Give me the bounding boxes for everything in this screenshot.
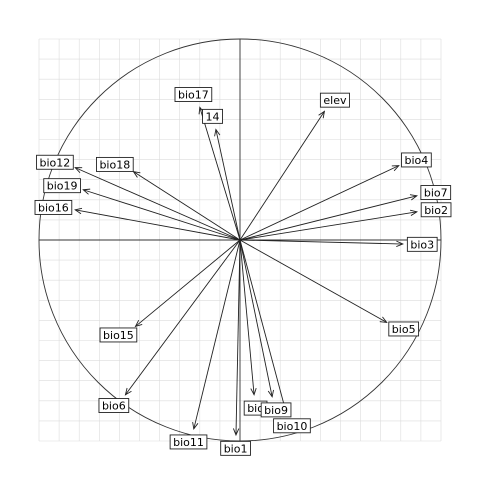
variable-label: bio18 [96, 156, 134, 172]
loading-arrow [239, 239, 255, 395]
variable-label-text: bio11 [173, 436, 204, 449]
variable-label: bio3 [406, 236, 438, 252]
arrow-head [396, 240, 404, 248]
variable-label: bio5 [388, 321, 420, 337]
loading-arrow [235, 239, 241, 435]
variable-label-text: bio12 [40, 156, 71, 169]
arrow-head [409, 194, 419, 201]
label-box [34, 199, 73, 215]
variable-label-text: bio18 [99, 158, 130, 171]
variable-label-text: bio5 [392, 323, 416, 336]
variable-label-text: bio6 [102, 400, 126, 413]
loading-arrow [239, 239, 387, 323]
variable-label-text: bio4 [405, 154, 429, 167]
variable-label: bio10 [273, 418, 311, 434]
variable-label-text: bio1 [224, 442, 248, 455]
variable-label: bio9 [260, 402, 292, 418]
label-box [98, 398, 130, 413]
arrow-head [192, 421, 199, 431]
variable-label-text: bio9 [264, 404, 288, 417]
variable-labels: elev bio4 bio7 bio2 bio3 bio5 bio17 14 bio18 bio1… [34, 87, 452, 456]
loading-arrow [193, 239, 241, 430]
label-box [43, 178, 81, 194]
variable-label: bio19 [43, 178, 81, 194]
variable-label-text: bio19 [47, 180, 78, 193]
variable-label-text: bio16 [38, 201, 69, 214]
variable-label: bio2 [420, 202, 452, 218]
loading-arrow [74, 167, 241, 241]
loading-arrow [133, 171, 241, 241]
loading-arrow [135, 239, 241, 327]
variable-label: elev [319, 92, 350, 108]
label-box [401, 152, 432, 168]
arrow-head [214, 128, 221, 137]
arrow-head [379, 316, 388, 323]
label-box [420, 202, 452, 218]
arrow-head [124, 387, 132, 396]
variable-label-text: bio10 [277, 420, 308, 433]
arrow-head [391, 165, 400, 172]
loading-arrow [239, 165, 399, 241]
label-box [202, 108, 223, 124]
label-box [260, 402, 292, 418]
loading-arrow [199, 107, 241, 241]
arrow-head [409, 209, 419, 216]
variable-label: bio17 [174, 87, 213, 102]
variable-label-text: 14 [206, 110, 220, 123]
arrow-head [250, 387, 257, 396]
loading-arrow [239, 239, 273, 397]
arrow-head [74, 207, 83, 215]
label-box [169, 434, 208, 450]
variable-label: bio12 [36, 154, 74, 170]
variable-label: 14 [202, 108, 223, 124]
variable-label-text: bio2 [424, 204, 448, 217]
variable-label-text: bio3 [410, 238, 434, 251]
loading-arrow [239, 239, 403, 245]
variable-label-text: bio15 [103, 329, 134, 342]
variable-label-text: bio7 [424, 187, 448, 200]
loading-arrow [239, 195, 417, 241]
arrow-head [232, 428, 240, 437]
variable-label: bio6 [98, 398, 130, 413]
label-box [420, 185, 452, 200]
variable-label: bio7 [420, 185, 452, 200]
variable-label-text: bio17 [178, 89, 209, 102]
arrow-head [267, 389, 274, 398]
loading-arrow [83, 189, 241, 241]
label-box [406, 236, 438, 252]
variable-label: bio4 [401, 152, 432, 168]
variable-label: bio11 [169, 434, 208, 450]
arrow-head [82, 188, 91, 195]
variable-label: bio1 [220, 440, 251, 456]
arrow-head [318, 110, 326, 119]
loading-arrow [239, 111, 325, 241]
loading-arrows [74, 106, 419, 437]
loading-arrow [239, 211, 417, 241]
label-box [96, 156, 134, 172]
label-box [36, 154, 74, 170]
arrow-head [74, 167, 83, 174]
loading-arrow [75, 209, 241, 241]
label-box [220, 440, 251, 456]
loading-arrow [215, 129, 241, 241]
loading-arrow [239, 239, 287, 413]
variable-label: bio15 [99, 327, 138, 343]
label-box [388, 321, 420, 337]
label-box [273, 418, 311, 434]
label-box [174, 87, 213, 102]
loading-arrow [125, 239, 241, 396]
label-box [319, 92, 350, 108]
variable-label-text: elev [323, 94, 347, 107]
arrow-head [134, 320, 143, 328]
variable-label: bio16 [34, 199, 73, 215]
variable-label-text: bio [247, 402, 264, 415]
label-box [99, 327, 138, 343]
